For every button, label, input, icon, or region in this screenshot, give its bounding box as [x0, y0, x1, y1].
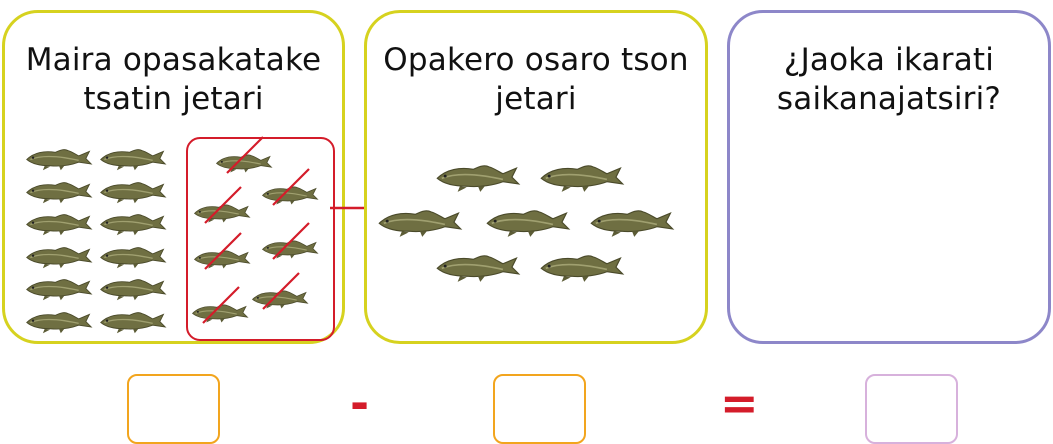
- fish-icon: [26, 181, 92, 204]
- card-remaining-fish: Opakero osaro tson jetari: [364, 10, 708, 344]
- fish-icon: [590, 209, 674, 238]
- fish-icon: [26, 311, 92, 334]
- fish-icon: [100, 311, 166, 334]
- card-title: ¿Jaoka ikarati saikanajatsiri?: [776, 42, 1002, 117]
- card-title: Maira opasakatake tsatin jetari: [25, 42, 322, 117]
- fish-icon: [100, 148, 166, 171]
- card-question: ¿Jaoka ikarati saikanajatsiri?: [727, 10, 1051, 344]
- fish-icon: [436, 254, 520, 283]
- answer-box-removed[interactable]: [493, 374, 586, 444]
- strike-line: [204, 186, 243, 224]
- strike-line: [226, 136, 265, 174]
- minus-sign: -: [350, 376, 370, 430]
- strike-line: [204, 232, 243, 270]
- fish-icon: [100, 213, 166, 236]
- removed-group-box: [186, 137, 335, 341]
- strike-line: [272, 168, 311, 206]
- fish-icon: [100, 278, 166, 301]
- fish-icon: [26, 213, 92, 236]
- fish-icon: [26, 246, 92, 269]
- strike-line: [262, 272, 301, 310]
- fish-icon: [540, 254, 624, 283]
- answer-box-total[interactable]: [127, 374, 220, 444]
- fish-icon: [378, 209, 462, 238]
- answer-box-result[interactable]: [865, 374, 958, 444]
- strike-line: [272, 222, 311, 260]
- fish-icon: [26, 278, 92, 301]
- fish-icon: [540, 164, 624, 193]
- fish-icon: [26, 148, 92, 171]
- fish-icon: [486, 209, 570, 238]
- fish-icon: [100, 181, 166, 204]
- equals-sign: =: [720, 376, 759, 430]
- fish-icon: [436, 164, 520, 193]
- strike-line: [202, 286, 241, 324]
- fish-icon: [100, 246, 166, 269]
- card-initial-fish: Maira opasakatake tsatin jetari: [2, 10, 345, 344]
- card-title: Opakero osaro tson jetari: [383, 42, 689, 117]
